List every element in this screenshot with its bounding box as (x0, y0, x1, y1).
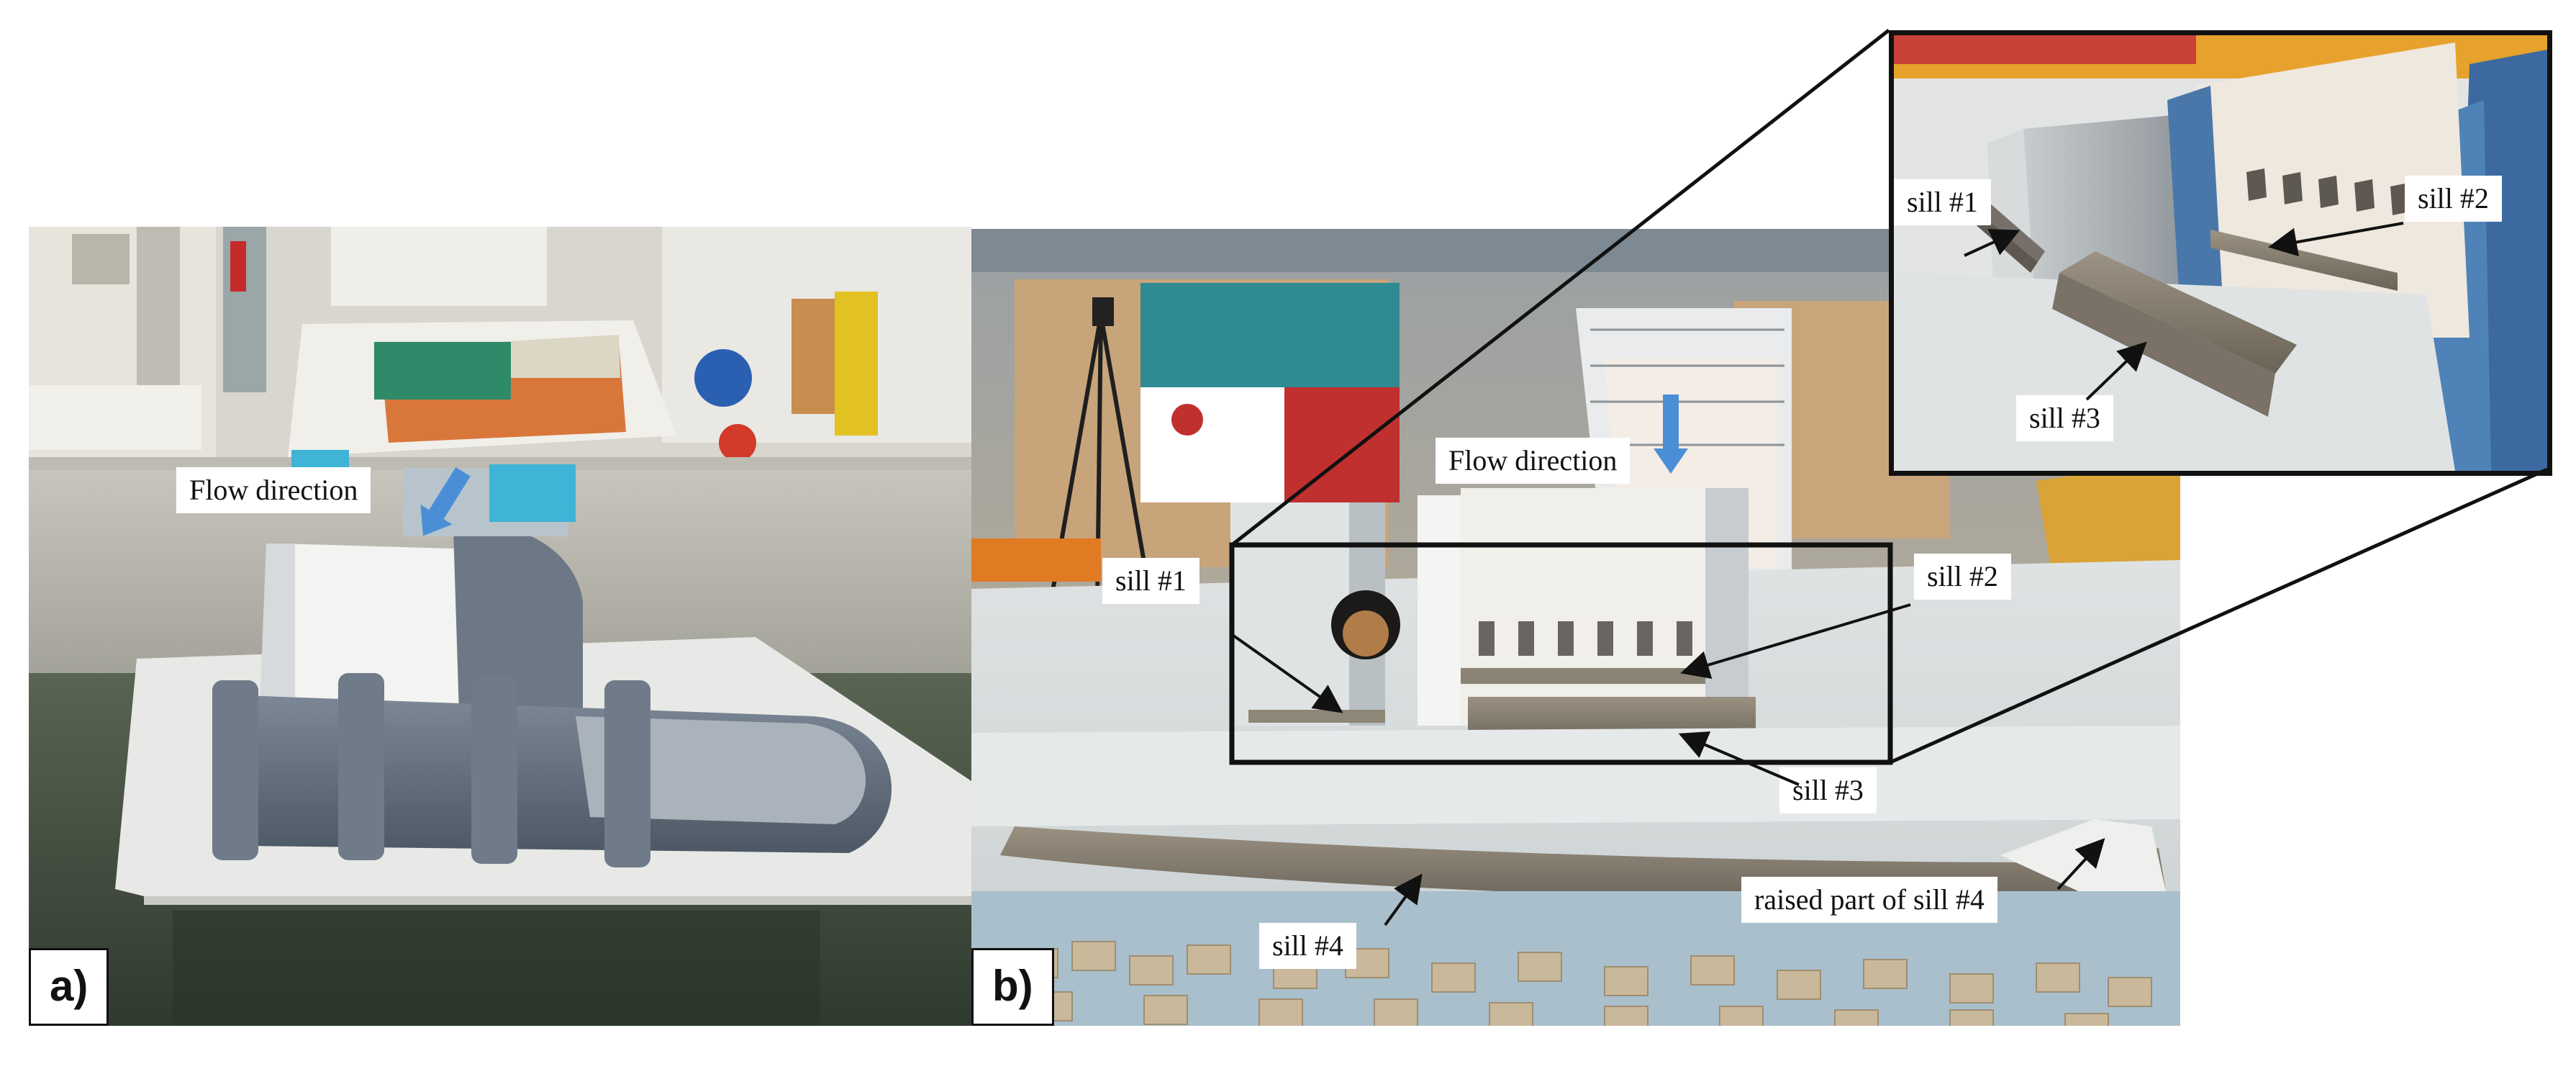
panel-a-scene (29, 227, 971, 1026)
zoom-inset-photo: sill #1 sill #2 sill #3 (1889, 30, 2552, 476)
sill-1-label-b: sill #1 (1102, 558, 1199, 604)
sill-4-label-b: sill #4 (1259, 923, 1356, 969)
panel-b-letter: b) (971, 948, 1054, 1026)
sill-3-label-b: sill #3 (1779, 767, 1877, 813)
flow-arrow-a-icon (420, 466, 471, 536)
panel-b-photo: Flow direction sill #1 sill #2 sill #3 s… (971, 229, 2180, 1026)
panel-a-photo: Flow direction a) (29, 227, 971, 1026)
sill-2-label-inset: sill #2 (2405, 176, 2502, 222)
sill-3-label-inset: sill #3 (2016, 395, 2113, 441)
panel-a-letter: a) (29, 948, 109, 1026)
zoom-inset-scene (1894, 35, 2547, 471)
lab-poster (1140, 283, 1400, 502)
flow-direction-label-b: Flow direction (1436, 438, 1631, 484)
sill-2-label-b: sill #2 (1914, 554, 2011, 600)
raised-sill-4-label-b: raised part of sill #4 (1741, 877, 1997, 923)
sill-1-label-inset: sill #1 (1894, 179, 1991, 225)
flow-direction-label-a: Flow direction (176, 467, 371, 513)
